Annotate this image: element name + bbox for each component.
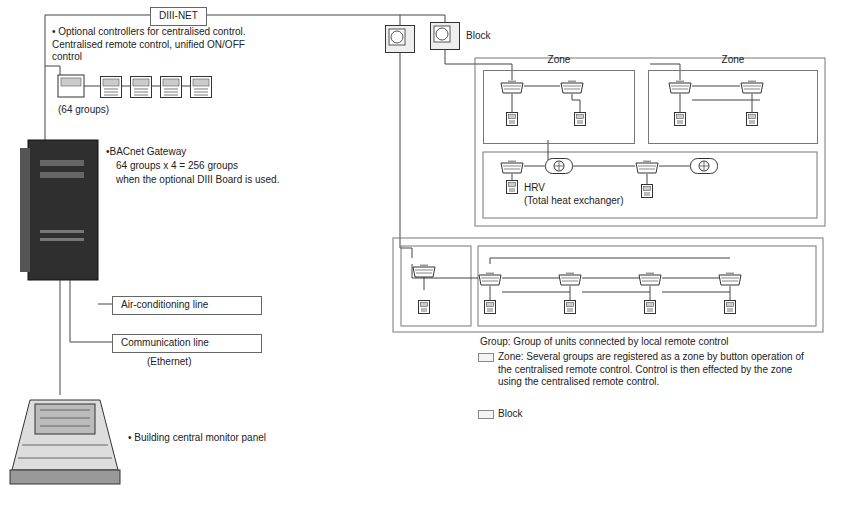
controller-note: • Optional controllers for centralised c… (52, 26, 267, 64)
zone-heading: Zone (649, 54, 817, 65)
zone-box: Zone (483, 70, 635, 144)
bus-label-box: DIII-NET (150, 7, 207, 26)
legend-text: Zone: Several groups are registered as a… (498, 351, 818, 389)
zone-heading: Zone (484, 54, 634, 65)
box-text: Air-conditioning line (121, 299, 253, 312)
line-type-box: Air-conditioning line (112, 296, 262, 315)
legend-text: Block (498, 408, 698, 421)
legend-swatch (478, 410, 494, 419)
gateway-capacity: 64 groups x 4 = 256 groups (116, 160, 238, 173)
line-type-box: Communication line(Ethernet) (112, 334, 262, 353)
gateway-note: when the optional DIII Board is used. (116, 174, 279, 187)
hrv-note: (Total heat exchanger) (524, 195, 624, 208)
zone-box: Zone (648, 70, 818, 144)
hrv-label: HRV (524, 182, 545, 195)
box-text: DIII-NET (159, 10, 198, 23)
block-label: Block (466, 30, 490, 43)
panel-name: • Building central monitor panel (128, 432, 266, 445)
legend-swatch (478, 353, 494, 362)
group-definition: Group: Group of units connected by local… (480, 336, 728, 349)
gateway-name: •BACnet Gateway (106, 146, 186, 159)
box-subtext: (Ethernet) (147, 356, 191, 369)
group-count: (64 groups) (58, 104, 109, 117)
box-text: Communication line (121, 337, 253, 350)
